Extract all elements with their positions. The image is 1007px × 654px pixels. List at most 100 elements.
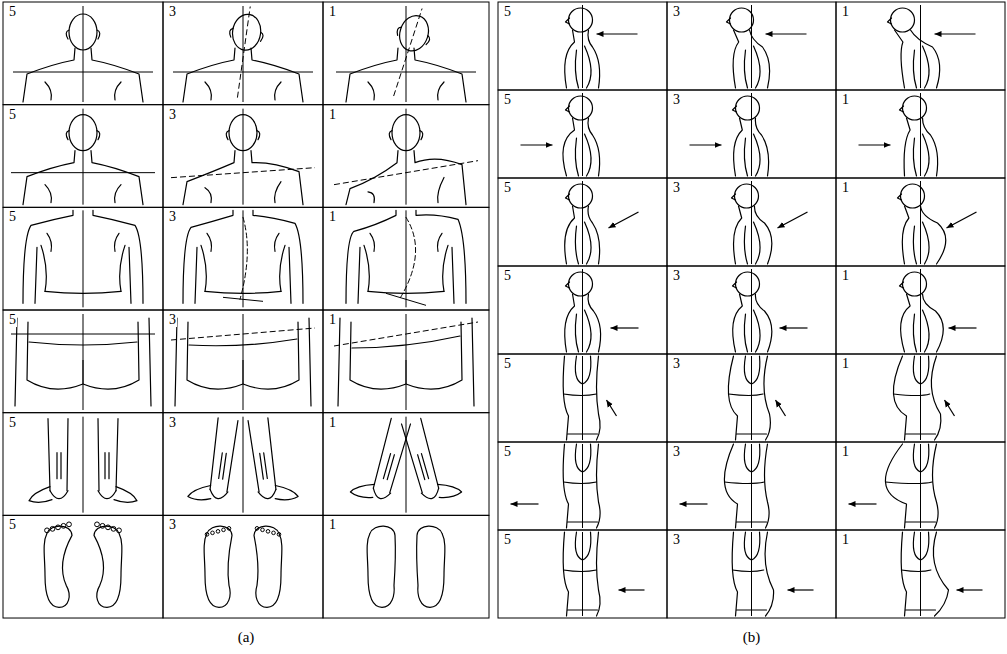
tilt-line <box>334 161 478 185</box>
score-number: 3 <box>672 445 681 459</box>
arm-outline <box>575 356 590 384</box>
grid-cell <box>498 442 667 530</box>
reference-line <box>920 356 921 440</box>
nose-outline <box>566 282 570 288</box>
spine-curve <box>240 217 247 299</box>
grid-cell <box>3 207 163 310</box>
reference-line <box>920 532 921 616</box>
score-number: 5 <box>503 269 512 283</box>
nose-outline <box>727 18 731 24</box>
leg-outline <box>48 419 50 491</box>
arm-outline <box>585 222 592 264</box>
reference-line <box>83 417 84 513</box>
reference-line <box>406 109 407 205</box>
hip-line <box>568 521 598 522</box>
score-number: 3 <box>672 93 681 107</box>
foot-outline <box>350 479 376 501</box>
indicator-arrow <box>849 503 877 504</box>
back-outline <box>923 294 944 352</box>
arm-outline <box>913 356 928 384</box>
waist-line <box>733 570 764 572</box>
score-number: 3 <box>672 533 681 547</box>
arm-outline <box>913 50 916 88</box>
foot-outline <box>273 483 298 502</box>
tendon-line <box>105 453 109 479</box>
score-number: 5 <box>8 518 17 532</box>
arm-outline <box>575 532 590 560</box>
ear <box>66 131 69 140</box>
toe-mark <box>211 531 215 535</box>
torso-side <box>201 245 206 291</box>
toe-mark <box>216 530 220 534</box>
shoulder-outline <box>183 48 235 102</box>
arm-outline <box>575 226 578 264</box>
reference-line <box>11 334 155 335</box>
score-number: 3 <box>672 357 681 371</box>
reference-line <box>11 172 155 173</box>
head-outline <box>736 272 760 296</box>
arm-outline <box>585 46 592 88</box>
shoulder-outline <box>251 48 303 102</box>
ear <box>97 131 100 140</box>
grid-cell <box>667 178 836 266</box>
back-outline <box>923 118 938 176</box>
reference-line <box>83 6 84 102</box>
score-number: 3 <box>168 108 177 122</box>
back-outline <box>933 532 948 616</box>
front-outline <box>565 294 575 352</box>
tendon-line <box>383 454 394 480</box>
leg-group <box>98 419 137 503</box>
head-outline <box>735 184 759 208</box>
front-outline <box>895 30 905 88</box>
arm-line <box>15 318 17 406</box>
torso-side <box>443 245 448 291</box>
grid-cell <box>498 90 667 178</box>
grid-cell <box>498 354 667 442</box>
score-number: 3 <box>168 313 177 327</box>
waist-line <box>368 291 444 293</box>
arm-outline <box>923 134 930 176</box>
scapula-line <box>368 192 374 203</box>
arm-outline <box>744 532 759 560</box>
reference-line <box>582 5 583 88</box>
indicator-arrow <box>776 400 786 416</box>
panel-caption: (b) <box>742 630 762 645</box>
arm-outline <box>913 226 916 264</box>
torso-side <box>120 245 125 291</box>
grid-cell <box>3 105 163 208</box>
grid-cell <box>836 266 1005 354</box>
arm-outline <box>744 138 747 176</box>
score-number: 1 <box>841 269 850 283</box>
front-outline <box>733 30 739 88</box>
footprint-outline <box>367 526 395 607</box>
back-outline <box>765 444 770 528</box>
head-outline <box>229 115 257 151</box>
grid-cell <box>836 530 1005 618</box>
nose-outline <box>900 106 904 112</box>
toe-mark <box>100 523 105 528</box>
score-number: 1 <box>841 533 850 547</box>
tilt-line <box>334 322 478 346</box>
grid-cell <box>667 2 836 90</box>
score-number: 5 <box>8 5 17 19</box>
head-group <box>66 14 100 50</box>
leg-outline <box>248 420 259 491</box>
nose-outline <box>732 194 736 200</box>
arm-outline <box>754 310 761 352</box>
back-outline <box>755 118 768 176</box>
front-outline <box>902 206 909 264</box>
grid-cell <box>836 442 1005 530</box>
reference-line <box>920 181 921 264</box>
shoulder-outline <box>346 48 398 102</box>
reference-line <box>582 93 583 176</box>
reference-line <box>582 444 583 528</box>
toe-mark <box>117 528 122 533</box>
arm-line <box>472 318 474 406</box>
arm-outline <box>183 210 233 303</box>
scapula-line <box>47 233 52 251</box>
ear <box>425 36 430 45</box>
score-number: 3 <box>672 269 681 283</box>
torso-side <box>41 245 46 291</box>
reference-line <box>406 314 407 410</box>
